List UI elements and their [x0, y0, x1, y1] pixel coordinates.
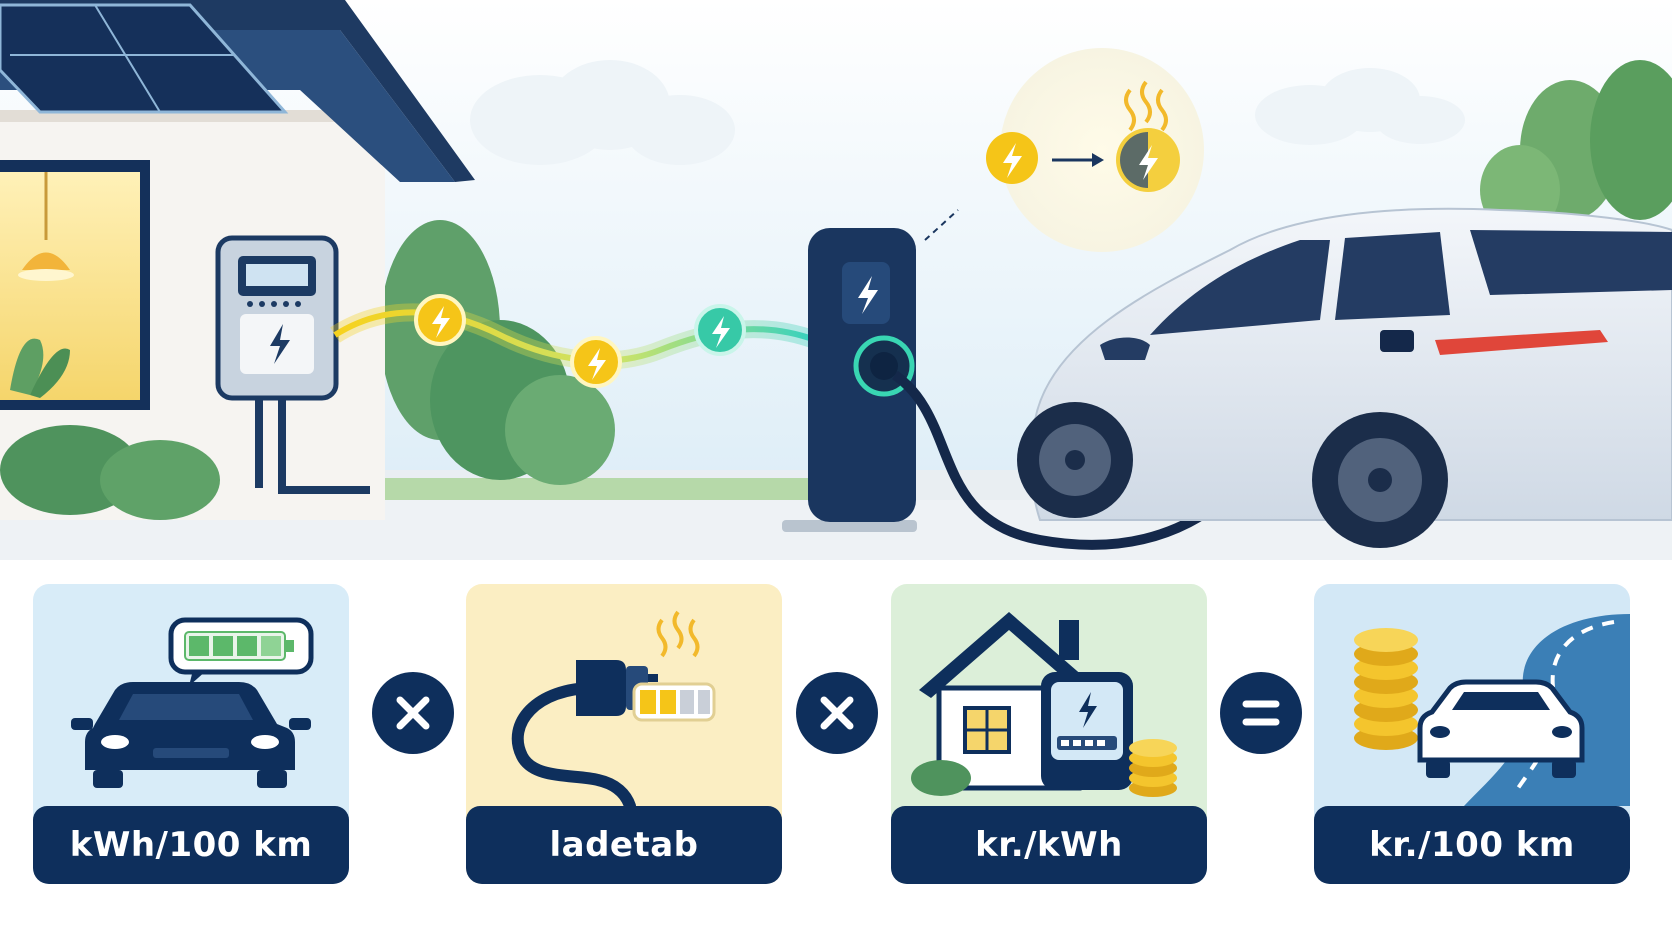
card-label: kr./kWh: [975, 825, 1123, 865]
home-meter-coins-icon: [911, 612, 1177, 797]
coin-icon: [1354, 628, 1418, 750]
card-label: ladetab: [549, 825, 699, 865]
electric-car-icon: [1017, 207, 1672, 548]
energy-loss-bubble: [924, 48, 1204, 252]
car-battery-icon: [71, 617, 314, 788]
cloud-icon: [470, 60, 1465, 165]
lightning-bolt-icon: [694, 304, 746, 356]
coins-road-car-icon: [1354, 614, 1630, 806]
heat-icon: [1124, 80, 1168, 132]
card-label-bar: kWh/100 km: [33, 806, 349, 884]
card-label-bar: kr./kWh: [891, 806, 1207, 884]
card-charging-loss: ladetab: [466, 584, 782, 884]
charging-scene: [0, 0, 1672, 560]
card-electricity-price: kr./kWh: [891, 584, 1207, 884]
card-label-bar: ladetab: [466, 806, 782, 884]
coin-icon: [1116, 128, 1180, 192]
electricity-meter-icon: [215, 235, 370, 494]
arrow-right-icon: [1052, 153, 1104, 167]
solar-panel-icon: [0, 3, 289, 114]
energy-flow: [330, 294, 819, 388]
equals-icon: [1220, 672, 1302, 754]
card-label: kr./100 km: [1369, 825, 1575, 865]
coin-icon: [1129, 739, 1177, 797]
card-label: kWh/100 km: [69, 825, 313, 865]
lightning-bolt-icon: [570, 336, 622, 388]
card-cost-per-distance: kr./100 km: [1314, 584, 1630, 884]
charging-plug-loss-icon: [511, 610, 716, 806]
card-label-bar: kr./100 km: [1314, 806, 1630, 884]
lightning-bolt-icon: [986, 132, 1038, 184]
lightning-bolt-icon: [414, 294, 466, 346]
multiply-icon: [372, 672, 454, 754]
card-consumption: kWh/100 km: [33, 584, 349, 884]
multiply-icon: [796, 672, 878, 754]
